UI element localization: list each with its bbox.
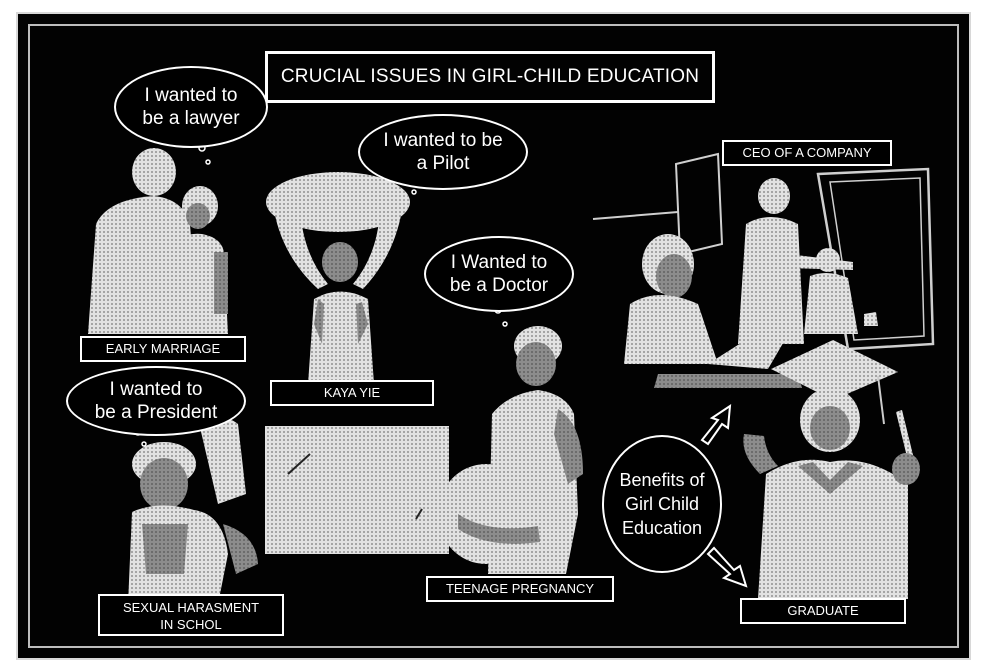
pregnancy-scene [438, 326, 583, 574]
illustration [88, 144, 935, 604]
label-early-marriage: EARLY MARRIAGE [80, 336, 246, 362]
early-marriage-scene [88, 148, 228, 334]
kaya-yie-scene [266, 172, 410, 384]
benefits-circle: Benefits of Girl Child Education [602, 435, 722, 573]
arrow-down-icon [706, 546, 748, 588]
poster: CRUCIAL ISSUES IN GIRL-CHILD EDUCATION I… [16, 12, 971, 660]
poster-title: CRUCIAL ISSUES IN GIRL-CHILD EDUCATION [265, 51, 715, 103]
label-graduate: GRADUATE [740, 598, 906, 624]
bubble-president: I wanted to be a President [66, 366, 246, 436]
bubble-doctor: I Wanted to be a Doctor [424, 236, 574, 312]
benefit-arrows [700, 404, 748, 588]
arrow-up-icon [700, 404, 732, 446]
label-ceo: CEO OF A COMPANY [722, 140, 892, 166]
bubble-pilot: I wanted to be a Pilot [358, 114, 528, 190]
label-kaya-yie: KAYA YIE [270, 380, 434, 406]
label-teenage-pregnancy: TEENAGE PREGNANCY [426, 576, 614, 602]
ceo-scene [592, 152, 935, 388]
bubble-lawyer: I wanted to be a lawyer [114, 66, 268, 148]
label-sexual-harassment: SEXUAL HARASMENT IN SCHOL [98, 594, 284, 636]
graduate-scene [743, 340, 920, 599]
harassment-scene [128, 415, 449, 604]
